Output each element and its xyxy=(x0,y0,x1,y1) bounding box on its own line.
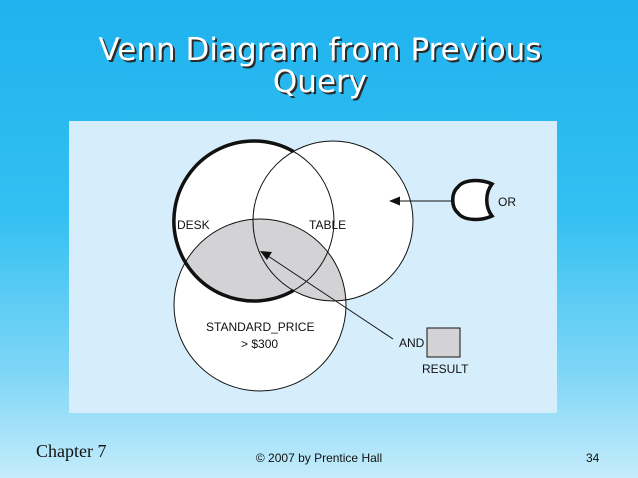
or-label: OR xyxy=(498,195,516,209)
table-label: TABLE xyxy=(309,218,346,232)
standard-price-set-outline xyxy=(173,218,347,392)
venn-diagram: DESK TABLE STANDARD_PRICE > $300 OR AND … xyxy=(172,139,516,392)
or-symbol-icon xyxy=(451,178,495,222)
slide-title-line-2: Query xyxy=(272,64,368,100)
footer-chapter: Chapter 7 xyxy=(36,441,107,461)
union-outline xyxy=(172,139,295,303)
and-arrow-line xyxy=(267,255,394,340)
slide-title-line-1: Venn Diagram from Previous xyxy=(98,32,542,68)
standard-price-label: STANDARD_PRICE xyxy=(206,320,314,334)
and-label: AND xyxy=(399,336,425,350)
venn-diagram-figure: DESK TABLE STANDARD_PRICE > $300 OR AND … xyxy=(69,121,557,413)
footer-page-number: 34 xyxy=(586,451,600,465)
table-inner-outline xyxy=(252,140,414,302)
desk-label: DESK xyxy=(177,218,210,232)
footer-copyright: © 2007 by Prentice Hall xyxy=(255,451,383,465)
result-label: RESULT xyxy=(422,362,469,376)
slide-title: Venn Diagram from Previous Query xyxy=(40,34,600,98)
or-arrow-head xyxy=(389,196,400,206)
and-arrow-head xyxy=(260,251,272,260)
result-swatch xyxy=(426,327,461,358)
standard-price-condition: > $300 xyxy=(241,337,278,351)
